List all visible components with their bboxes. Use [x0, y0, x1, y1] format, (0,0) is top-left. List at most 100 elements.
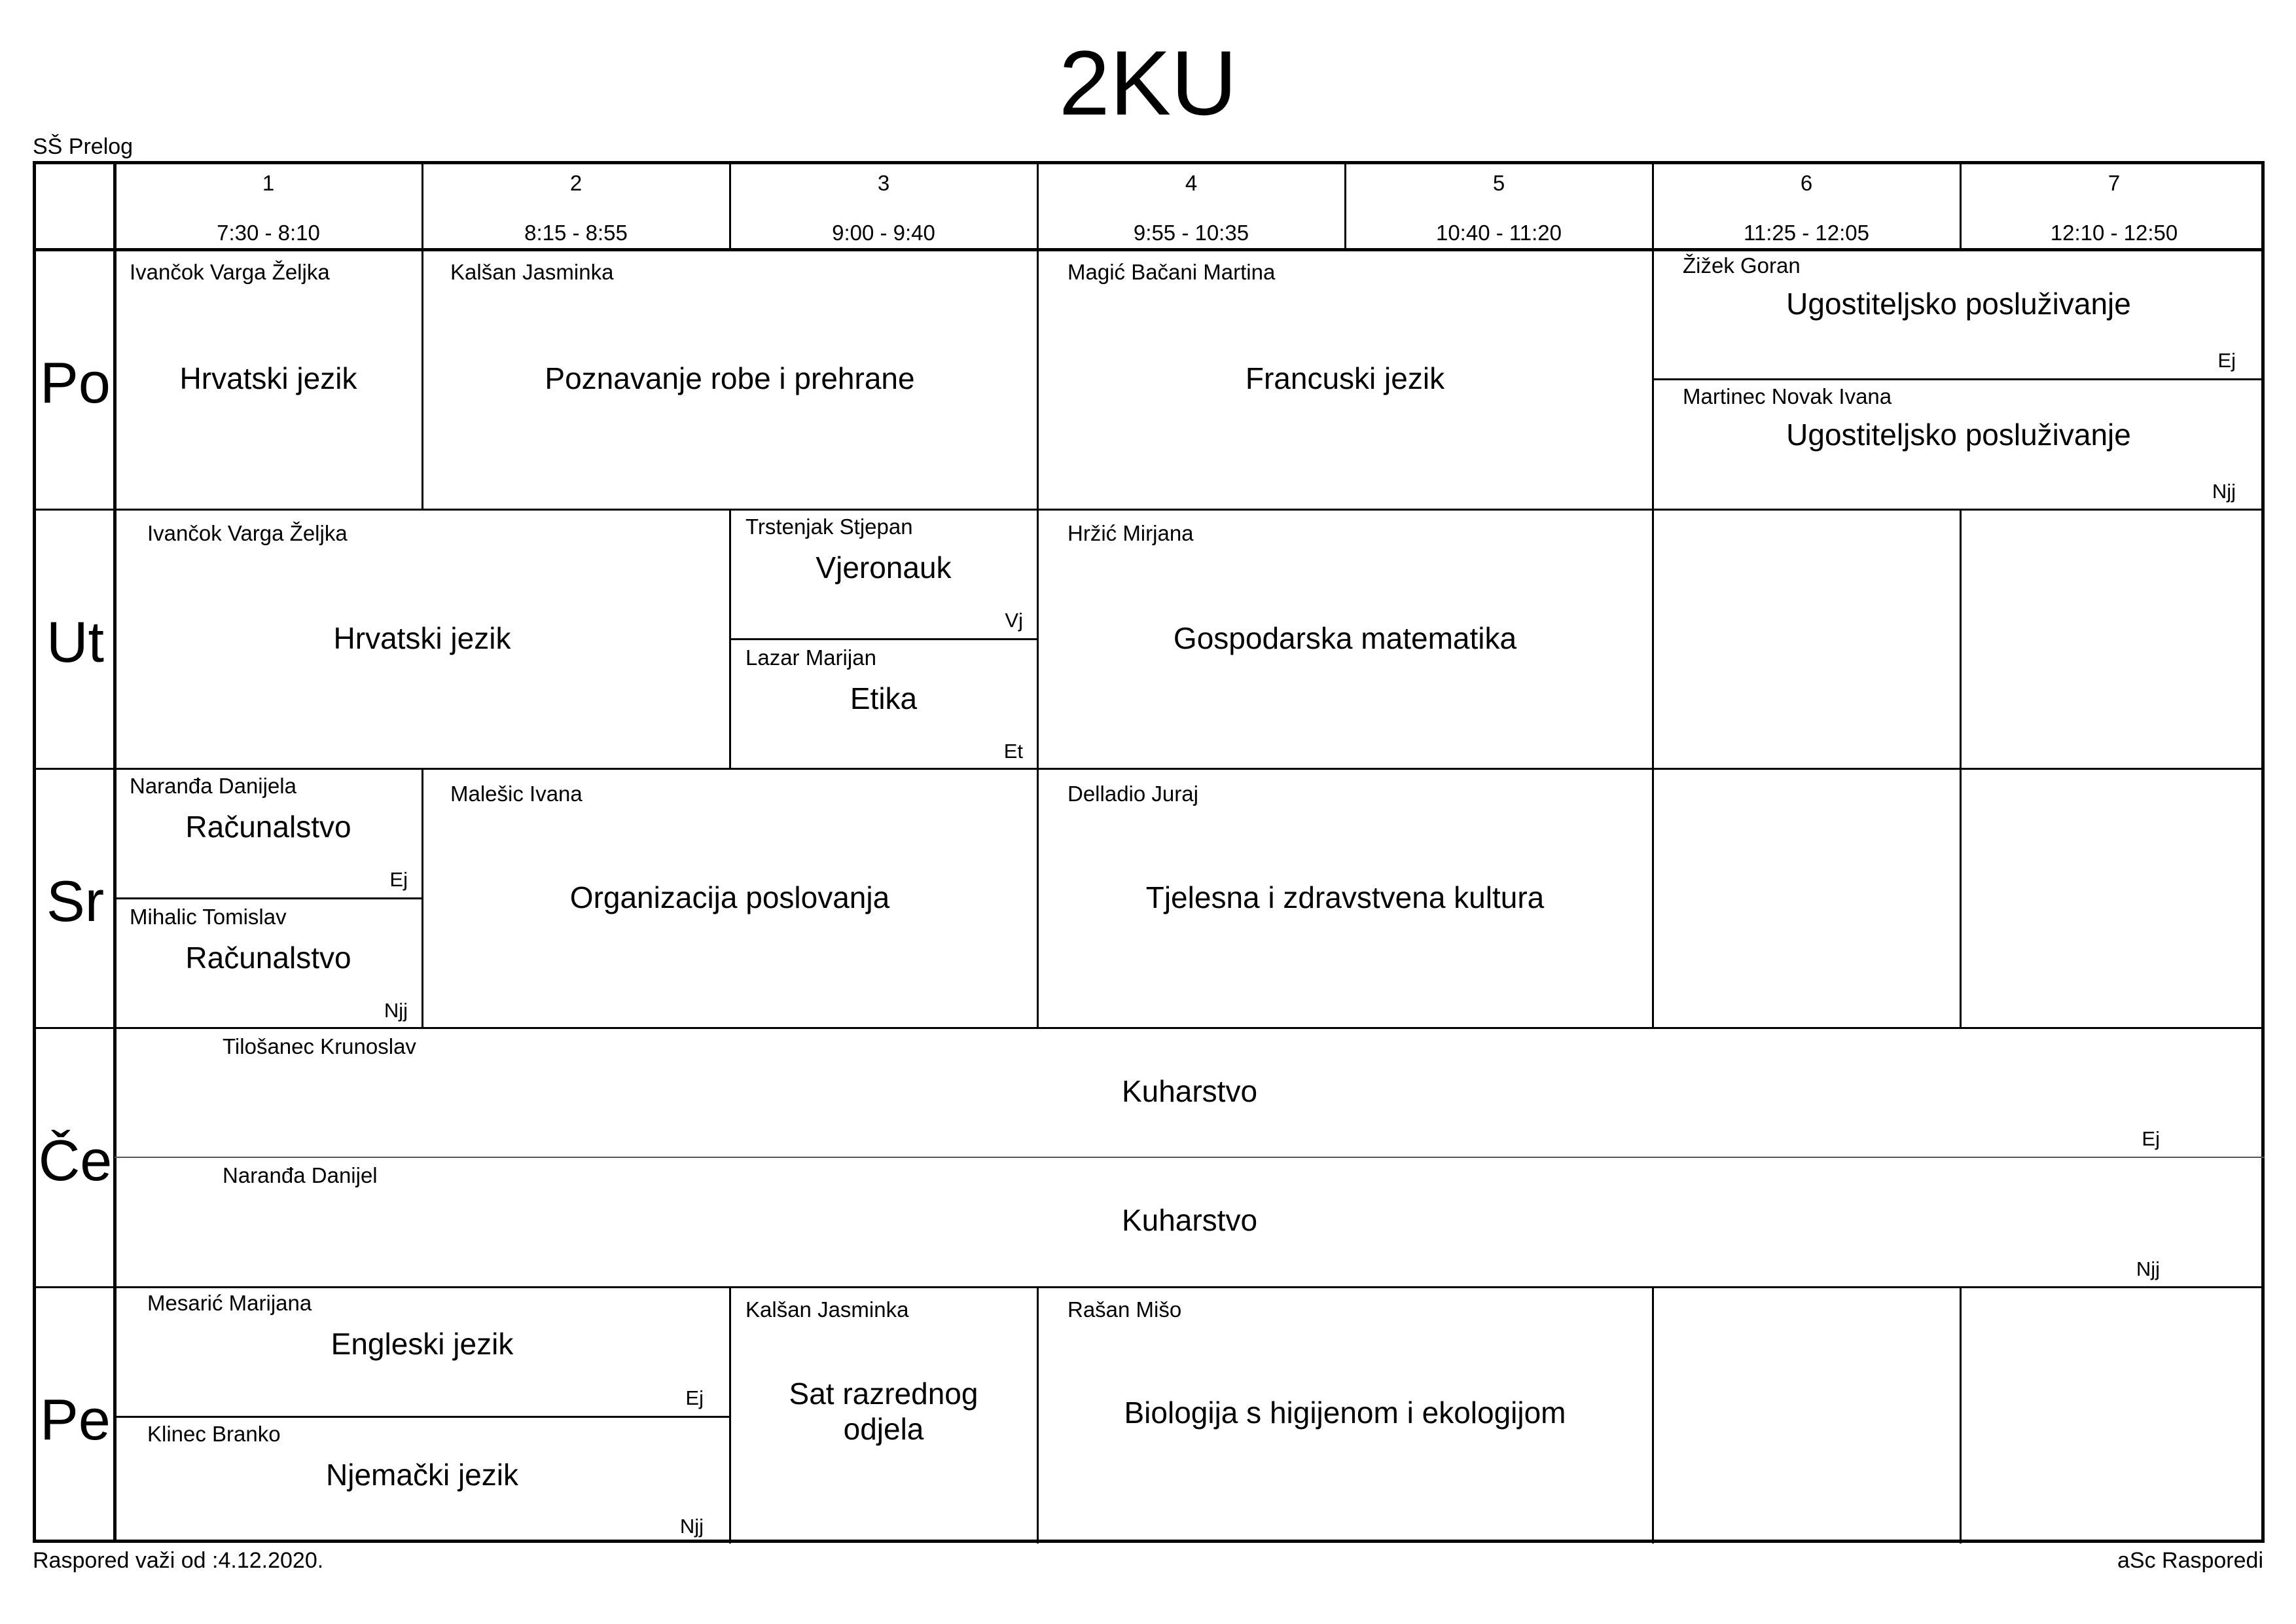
teacher-name: Žižek Goran	[1683, 253, 1801, 278]
grid-line	[422, 768, 423, 1028]
grid-line	[1652, 768, 1654, 1028]
lesson-cell[interactable]: Delladio Juraj Tjelesna i zdravstvena ku…	[1037, 768, 1653, 1028]
period-time: 9:00 - 9:40	[832, 221, 935, 245]
grid-line	[115, 1157, 2265, 1158]
grid-line	[1652, 1287, 1654, 1543]
subject-name: Gospodarska matematika	[1173, 621, 1517, 655]
teacher-name: Mihalic Tomislav	[130, 905, 287, 929]
teacher-name: Magić Bačani Martina	[1067, 260, 1276, 284]
lesson-cell[interactable]: Tilošanec Krunoslav Kuharstvo Ej	[115, 1028, 2265, 1157]
subject-name: Ugostiteljsko posluživanje	[1786, 418, 2131, 452]
lesson-cell[interactable]: Žižek Goran Ugostiteljsko posluživanje E…	[1653, 249, 2265, 378]
day-label: Po	[40, 350, 111, 415]
lesson-cell[interactable]: Naranđa Danijela Računalstvo Ej	[115, 768, 422, 897]
grid-line	[1037, 768, 1039, 1028]
lesson-cell[interactable]: Magić Bačani Martina Francuski jezik	[1037, 249, 1653, 509]
day-label: Pe	[40, 1387, 111, 1452]
group-label: Njj	[2136, 1257, 2160, 1280]
subject-name: Biologija s higijenom i ekologijom	[1124, 1396, 1566, 1430]
group-label: Njj	[384, 999, 408, 1022]
subject-name: Njemački jezik	[326, 1458, 518, 1492]
grid-line	[36, 509, 2265, 511]
day-label: Če	[38, 1128, 113, 1193]
grid-line	[729, 164, 731, 249]
subject-name: Kuharstvo	[1121, 1203, 1258, 1237]
grid-line	[115, 1416, 730, 1418]
lesson-cell[interactable]: Mihalic Tomislav Računalstvo Njj	[115, 899, 422, 1028]
period-time: 8:15 - 8:55	[524, 221, 628, 245]
lesson-cell[interactable]: Rašan Mišo Biologija s higijenom i ekolo…	[1037, 1287, 1653, 1543]
lesson-cell[interactable]: Malešic Ivana Organizacija poslovanja	[422, 768, 1037, 1028]
lesson-cell[interactable]: Lazar Marijan Etika Et	[730, 640, 1037, 769]
teacher-name: Kalšan Jasminka	[450, 260, 614, 284]
subject-name: Ugostiteljsko posluživanje	[1786, 287, 2131, 321]
lesson-cell[interactable]: Hržić Mirjana Gospodarska matematika	[1037, 509, 1653, 769]
teacher-name: Mesarić Marijana	[147, 1291, 312, 1315]
group-label: Ej	[2217, 349, 2236, 372]
subject-name: Organizacija poslovanja	[569, 880, 890, 914]
grid-line	[36, 1027, 2265, 1029]
grid-line	[1037, 509, 1039, 769]
period-number: 4	[1185, 171, 1198, 195]
teacher-name: Tilošanec Krunoslav	[223, 1034, 416, 1058]
teacher-name: Kalšan Jasminka	[745, 1297, 909, 1322]
grid-line	[1653, 378, 2265, 380]
subject-name: Hrvatski jezik	[333, 621, 511, 655]
period-number: 6	[1800, 171, 1813, 195]
teacher-name: Hržić Mirjana	[1067, 521, 1194, 545]
group-label: Ej	[389, 868, 408, 891]
teacher-name: Naranđa Danijel	[223, 1163, 378, 1187]
lesson-cell[interactable]: Klinec Branko Njemački jezik Njj	[115, 1418, 730, 1543]
subject-name: Francuski jezik	[1245, 361, 1445, 395]
teacher-name: Delladio Juraj	[1067, 782, 1198, 806]
grid-line	[1960, 768, 1962, 1028]
grid-line	[1652, 164, 1654, 249]
lesson-cell[interactable]: Trstenjak Stjepan Vjeronauk Vj	[730, 509, 1037, 638]
group-label: Et	[1003, 740, 1023, 763]
grid-line	[1652, 509, 1654, 769]
teacher-name: Malešic Ivana	[450, 782, 583, 806]
subject-name: Vjeronauk	[816, 550, 952, 585]
subject-name: Poznavanje robe i prehrane	[545, 361, 915, 395]
period-time: 12:10 - 12:50	[2050, 221, 2178, 245]
grid-line	[36, 1286, 2265, 1288]
subject-name: Etika	[850, 681, 918, 715]
teacher-name: Klinec Branko	[147, 1422, 281, 1446]
lesson-cell[interactable]: Martinec Novak Ivana Ugostiteljsko poslu…	[1653, 380, 2265, 509]
period-number: 5	[1492, 171, 1505, 195]
teacher-name: Ivančok Varga Željka	[130, 260, 330, 284]
lesson-cell[interactable]: Naranđa Danijel Kuharstvo Njj	[115, 1158, 2265, 1287]
lesson-cell[interactable]: Kalšan Jasminka Poznavanje robe i prehra…	[422, 249, 1037, 509]
grid-line	[115, 897, 422, 899]
group-label: Ej	[685, 1386, 704, 1409]
teacher-name: Lazar Marijan	[745, 645, 876, 670]
timetable-grid: 1 7:30 - 8:10 2 8:15 - 8:55 3 9:00 - 9:4…	[33, 161, 2265, 1543]
lesson-cell[interactable]: Mesarić Marijana Engleski jezik Ej	[115, 1287, 730, 1416]
grid-line	[36, 768, 2265, 770]
school-name: SŠ Prelog	[33, 134, 134, 159]
software-credit: aSc Rasporedi	[2117, 1548, 2263, 1573]
period-number: 1	[262, 171, 275, 195]
lesson-cell[interactable]: Ivančok Varga Željka Hrvatski jezik	[115, 509, 730, 769]
grid-line	[1960, 1287, 1962, 1543]
period-number: 2	[569, 171, 583, 195]
grid-line	[1344, 164, 1346, 249]
teacher-name: Naranđa Danijela	[130, 774, 296, 798]
teacher-name: Trstenjak Stjepan	[745, 514, 913, 539]
lesson-cell[interactable]: Ivančok Varga Željka Hrvatski jezik	[115, 249, 422, 509]
grid-line	[1960, 164, 1962, 249]
teacher-name: Rašan Mišo	[1067, 1297, 1182, 1322]
period-time: 9:55 - 10:35	[1133, 221, 1249, 245]
grid-line	[113, 164, 117, 1542]
period-time: 11:25 - 12:05	[1743, 221, 1870, 245]
grid-line	[1037, 164, 1039, 249]
lesson-cell[interactable]: Kalšan Jasminka Sat razrednog odjela	[730, 1287, 1037, 1543]
day-label: Ut	[46, 609, 104, 674]
grid-line	[1037, 1287, 1039, 1543]
period-number: 7	[2108, 171, 2121, 195]
subject-name: Računalstvo	[185, 941, 351, 975]
grid-line	[730, 638, 1037, 640]
grid-line	[1960, 509, 1962, 769]
subject-name: Hrvatski jezik	[179, 361, 357, 395]
subject-name: Kuharstvo	[1121, 1074, 1258, 1108]
